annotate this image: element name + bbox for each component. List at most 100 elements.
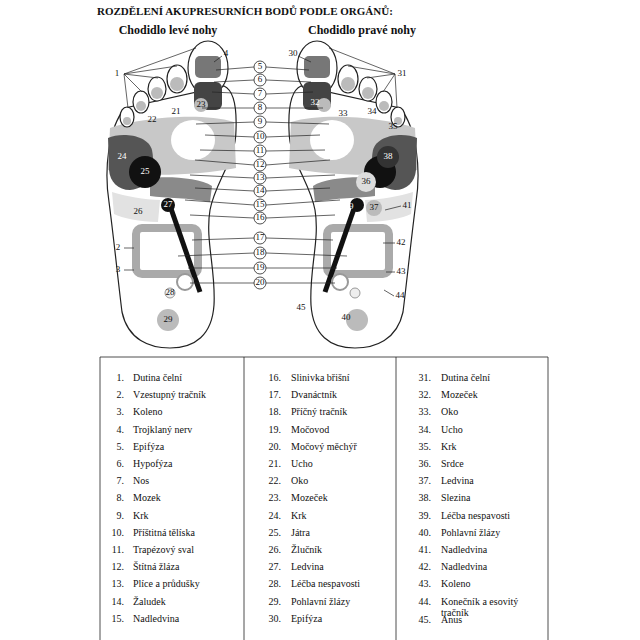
table-cell: Krk [133,510,241,521]
foot-drawing [107,41,236,348]
leader-line [266,80,311,82]
callout-number: 4 [224,49,229,59]
table-cell: Žlučník [291,544,393,555]
foot-drawing [165,288,175,298]
table-number: 8. [117,492,125,503]
table-number: 3. [117,406,125,417]
table-number: 1. [117,372,125,383]
table-cell: Oko [441,406,545,417]
table-number: 39. [419,510,432,521]
callout-number: 3 [116,265,121,275]
table-cell: Plíce a průdušky [133,578,241,589]
leader-line [124,74,128,108]
callout-number: 39 [345,202,354,212]
table-cell: Ledvina [291,561,393,572]
table-cell: Příštitná tělíska [133,527,241,538]
table-number: 25. [269,527,282,538]
table-cell: Mozek [133,492,241,503]
callout-number: 2 [116,243,121,253]
leader-line [348,66,395,74]
leader-line [266,150,325,151]
callout-number: 14 [256,186,265,196]
foot-drawing [148,77,166,101]
table-number: 17. [269,389,282,400]
table-number: 30. [269,613,282,624]
table-cell: Dutina čelní [133,372,241,383]
callout-ring [254,262,266,274]
foot-drawing [289,41,418,348]
leader-line [266,135,320,137]
leader-line [266,122,329,124]
leader-line [190,175,254,178]
table-cell: Slinivka břišní [291,372,393,383]
leader-line [212,92,254,94]
table-cell: Mozeček [441,389,545,400]
table-cell: Nadledvina [441,561,545,572]
table-number: 34. [419,424,432,435]
callout-number: 45 [297,303,306,313]
foot-heading: Chodidlo levé nohy [119,24,218,37]
foot-drawing [151,87,163,99]
callout-number: 18 [256,248,265,258]
table-number: 15. [112,613,125,624]
leader-line [266,283,335,284]
callout-ring [254,116,266,128]
leader-line [190,283,254,284]
callout-ring [254,172,266,184]
callout-number: 29 [164,315,173,325]
callout-number: 31 [398,69,407,79]
table-number: 6. [117,458,125,469]
table-number: 45. [419,614,432,625]
foot-drawing [171,120,215,160]
callout-number: 23 [197,100,206,110]
leader-line [385,206,401,210]
table-number: 35. [419,441,432,452]
foot-drawing [136,101,146,111]
callout-ring [254,131,266,143]
callout-number: 24 [118,152,127,162]
callout-number: 27 [164,200,173,210]
table-number: 44. [419,596,432,607]
leader-line [124,66,177,74]
leader-line [188,268,254,269]
callout-ring [254,159,266,171]
table-cell: Trojklaný nerv [133,424,241,435]
table-cell: Srdce [441,458,545,469]
foot-drawing [356,172,376,192]
table-cell: Močový měchýř [291,441,393,452]
table-cell: Krk [291,510,393,521]
table-number: 16. [269,372,282,383]
leader-line [395,74,397,108]
leader-line [124,248,134,249]
foot-drawing [396,357,397,640]
leader-line [195,160,254,165]
table-cell: Vzestupný tračník [133,389,241,400]
callout-number: 33 [339,109,348,119]
table-number: 10. [112,527,125,538]
leader-line [266,238,333,240]
leader-line [298,56,311,62]
callout-number: 5 [258,62,263,72]
table-cell: Játra [291,527,393,538]
callout-number: 37 [370,203,379,213]
callout-ring [254,185,266,197]
table-cell: Dutina čelní [441,372,545,383]
leader-line [266,268,337,269]
leader-line [178,253,254,256]
foot-drawing [100,357,548,358]
table-cell: Hypofýza [133,458,241,469]
foot-drawing [107,86,236,348]
leader-line [367,74,395,78]
callout-number: 12 [256,160,265,170]
foot-drawing [170,77,184,91]
table-cell: Ledvina [441,475,545,486]
callout-number: 1 [115,69,120,79]
leader-line [214,56,222,62]
foot-heading: Chodidlo pravé nohy [308,24,416,37]
foot-drawing [194,98,208,112]
table-cell: Nadledvina [441,544,545,555]
foot-drawing [194,82,222,110]
foot-drawing [112,192,160,222]
table-number: 32. [419,389,432,400]
callout-number: 17 [256,233,265,243]
